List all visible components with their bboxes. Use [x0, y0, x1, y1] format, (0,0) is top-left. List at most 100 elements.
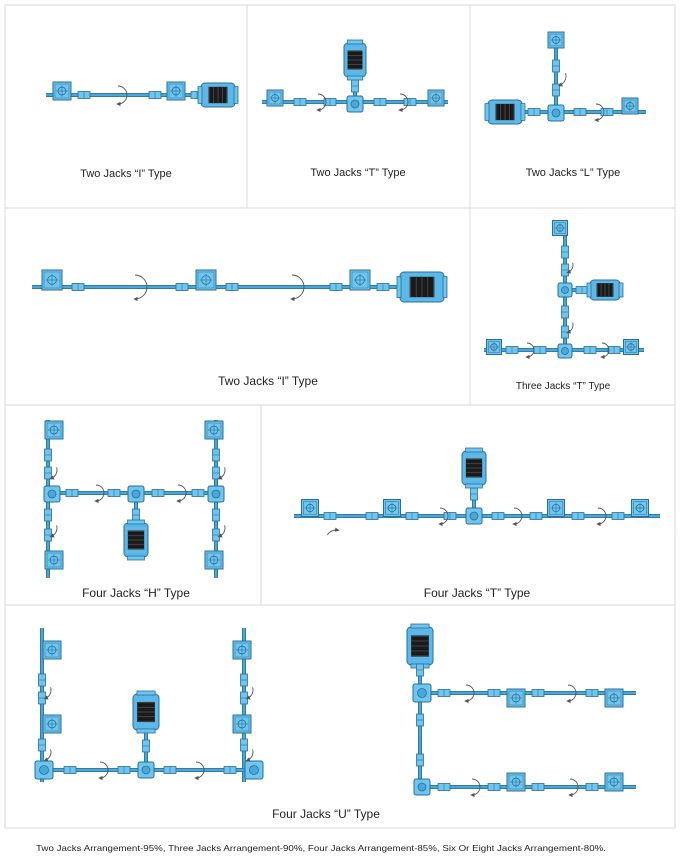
- coupling: [443, 512, 457, 520]
- gearbox: [207, 485, 225, 503]
- gearbox: [346, 95, 364, 113]
- gearbox: [412, 683, 432, 703]
- caption-p2: Two Jacks “T” Type: [310, 167, 405, 179]
- coupling: [107, 489, 121, 497]
- rotation-arrow: [43, 687, 52, 700]
- electric-motor: [461, 447, 487, 489]
- coupling: [573, 108, 587, 116]
- electric-motor: [343, 39, 367, 81]
- rotation-arrow: [94, 484, 105, 504]
- rotation-arrow: [245, 749, 254, 762]
- coupling: [373, 98, 387, 106]
- coupling: [175, 283, 189, 291]
- rotation-arrow: [49, 467, 58, 480]
- rotation-arrow: [464, 684, 475, 704]
- coupling: [212, 508, 220, 522]
- electric-motor: [123, 519, 149, 561]
- gearbox: [34, 760, 54, 780]
- coupling: [585, 783, 599, 791]
- screw-jack: [383, 499, 401, 517]
- coupling: [600, 108, 614, 116]
- rotation-arrow: [566, 684, 577, 704]
- screw-jack: [266, 89, 284, 107]
- gearbox: [413, 778, 431, 796]
- rotation-arrow: [566, 322, 574, 334]
- coupling: [561, 305, 569, 319]
- coupling: [552, 59, 560, 73]
- screw-jack: [547, 31, 565, 49]
- rotation-arrow: [116, 85, 128, 107]
- coupling: [505, 346, 519, 354]
- coupling: [405, 512, 419, 520]
- screw-jack: [621, 97, 639, 115]
- coupling: [117, 766, 131, 774]
- screw-jack: [44, 550, 64, 570]
- screw-jack: [166, 81, 186, 101]
- screw-jack: [42, 640, 62, 660]
- screw-jack: [195, 269, 217, 291]
- coupling: [351, 79, 359, 93]
- coupling: [533, 346, 547, 354]
- rotation-arrow: [49, 525, 58, 538]
- screw-jack: [486, 339, 502, 355]
- coupling: [163, 766, 177, 774]
- coupling: [212, 466, 220, 480]
- coupling: [44, 528, 52, 542]
- electric-motor: [484, 99, 526, 125]
- caption-p5: Three Jacks “T” Type: [516, 381, 611, 392]
- screw-jack: [623, 339, 639, 355]
- coupling: [487, 783, 501, 791]
- screw-jack: [506, 688, 526, 708]
- rotation-arrow: [217, 467, 226, 480]
- coupling: [38, 673, 46, 687]
- rotation-arrow: [327, 527, 340, 536]
- coupling: [225, 283, 239, 291]
- screw-jack: [232, 714, 252, 734]
- coupling: [607, 346, 621, 354]
- rotation-arrow: [512, 507, 523, 527]
- rotation-arrow: [217, 525, 226, 538]
- rotation-arrow: [194, 761, 205, 781]
- rotation-arrow: [98, 761, 109, 781]
- screw-jack: [232, 640, 252, 660]
- rotation-arrow: [43, 749, 52, 762]
- rotation-arrow: [594, 103, 605, 123]
- coupling: [470, 487, 478, 501]
- gearbox: [557, 343, 573, 359]
- coupling: [561, 325, 569, 339]
- coupling: [561, 263, 569, 277]
- coupling: [403, 98, 417, 106]
- caption-p1: Two Jacks “I” Type: [80, 168, 172, 180]
- coupling: [487, 689, 501, 697]
- coupling: [44, 448, 52, 462]
- rotation-arrow: [133, 274, 148, 302]
- electric-motor: [132, 690, 160, 734]
- rotation-arrow: [557, 72, 567, 87]
- coupling: [585, 689, 599, 697]
- coupling: [323, 98, 337, 106]
- rotation-arrow: [525, 342, 535, 360]
- rotation-arrow: [398, 93, 409, 113]
- electric-motor: [197, 82, 239, 108]
- screw-jack: [204, 420, 224, 440]
- screw-jack: [349, 269, 371, 291]
- gearbox: [244, 760, 264, 780]
- coupling: [151, 489, 165, 497]
- coupling: [293, 98, 307, 106]
- coupling: [531, 783, 545, 791]
- caption-p3: Two Jacks “L” Type: [526, 167, 621, 179]
- coupling: [611, 512, 625, 520]
- coupling: [329, 283, 343, 291]
- electric-motor: [586, 279, 624, 301]
- screw-jack: [44, 420, 64, 440]
- coupling: [491, 512, 505, 520]
- coupling: [77, 91, 91, 99]
- coupling: [323, 512, 337, 520]
- gearbox: [547, 104, 565, 122]
- coupling: [142, 739, 150, 753]
- coupling: [527, 108, 541, 116]
- rotation-arrow: [568, 778, 579, 798]
- screw-jack: [631, 499, 649, 517]
- gearbox: [127, 485, 145, 503]
- coupling: [552, 83, 560, 97]
